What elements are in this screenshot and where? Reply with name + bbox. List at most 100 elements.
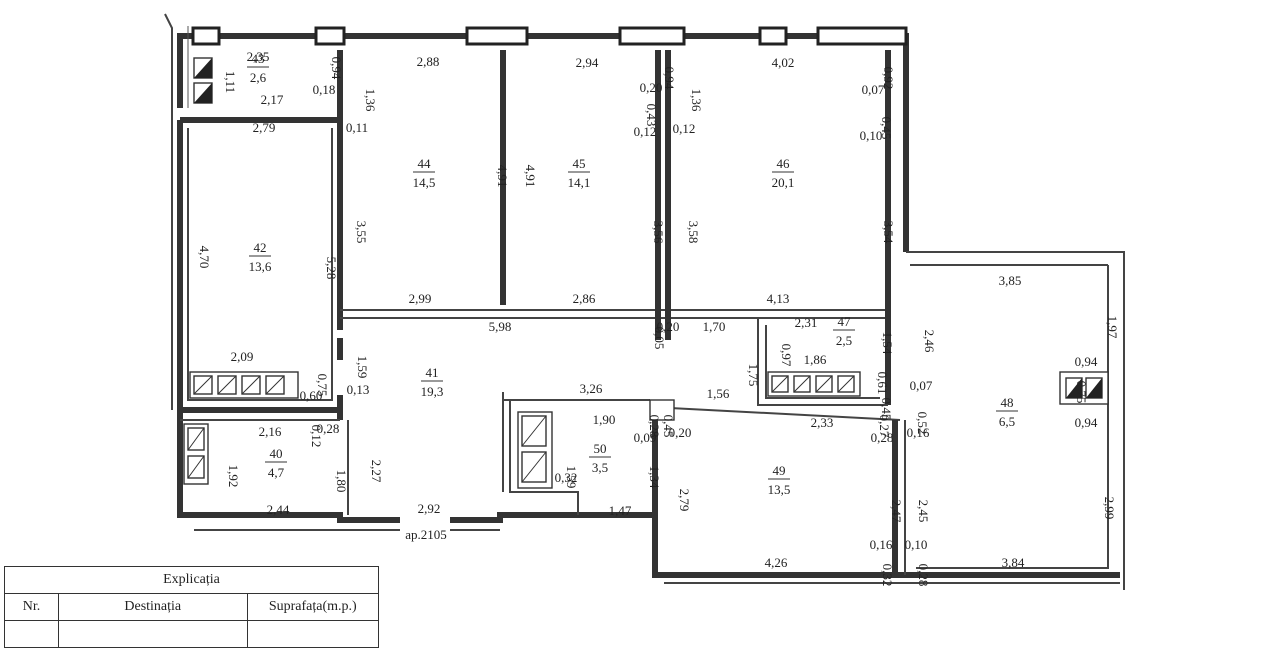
dimension-label: 0,10	[860, 128, 883, 143]
dimension-label: 0,75	[1074, 381, 1089, 404]
dimension-label: 1,36	[689, 89, 704, 112]
dimension-label: 4,70	[197, 246, 212, 269]
dimension-label: 3,55	[354, 221, 369, 244]
dimension-label: 2,35	[247, 49, 270, 64]
dimension-label: 0,92	[881, 67, 896, 90]
dimension-label: 2,46	[922, 330, 937, 353]
dimension-label: 1 59	[564, 466, 579, 489]
room-number: 48	[1001, 395, 1014, 410]
room-number: 47	[838, 314, 852, 329]
room-number: 44	[418, 156, 432, 171]
room-label-50: 503,5	[589, 441, 611, 475]
ventilation-shafts	[183, 57, 1109, 489]
legend-cell	[4, 620, 59, 648]
dimension-label: 0,20	[640, 80, 663, 95]
window	[314, 26, 346, 46]
dimension-label: 0,60	[300, 388, 323, 403]
dimension-label: 0,07	[910, 378, 933, 393]
dimension-label: 0,28	[916, 564, 931, 587]
dimension-label: 2,45	[916, 500, 931, 523]
dimension-label: 0,20	[657, 319, 680, 334]
room-number: 45	[573, 156, 586, 171]
dimension-label: 0,05	[652, 327, 667, 350]
dimension-label: 0,13	[347, 382, 370, 397]
room-number: 46	[777, 156, 791, 171]
dimension-label: 2,79	[677, 489, 692, 512]
dimension-label: 0,12	[634, 124, 657, 139]
dimension-label: 2,99	[409, 291, 432, 306]
dimension-label: 4,26	[765, 555, 788, 570]
dimension-label: 3,58	[686, 221, 701, 244]
dimension-label: 2,92	[418, 501, 441, 516]
dimension-label: 0,11	[346, 120, 368, 135]
ventilation-shaft-icon	[517, 411, 553, 489]
dimension-label: 0,45	[661, 415, 676, 438]
dimension-label: 3,56	[651, 221, 666, 244]
dimension-label: 0,18	[313, 82, 336, 97]
window	[758, 26, 788, 46]
window	[465, 26, 529, 46]
dimension-label: 0,32	[555, 470, 578, 485]
dimension-label: 0,16	[870, 537, 893, 552]
dimension-label: 1,54	[880, 332, 895, 355]
dimension-label: 0,32	[880, 564, 895, 587]
room-area: 13,5	[768, 482, 791, 497]
window	[816, 26, 908, 46]
dimension-label: 1,75	[746, 364, 761, 387]
dimension-label: 0,27	[877, 415, 892, 438]
dimension-label: 0,94	[329, 57, 344, 80]
dimension-label: 2,09	[231, 349, 254, 364]
dimension-label: 2,16	[259, 424, 282, 439]
dimension-label: 2,88	[417, 54, 440, 69]
dimension-label: 1,36	[363, 89, 378, 112]
dimension-label: 3,84	[1002, 555, 1025, 570]
dimension-label: 2,44	[267, 502, 290, 517]
outer-walls	[164, 13, 1125, 590]
dimension-label: 2,17	[261, 92, 284, 107]
room-label-48: 486,5	[996, 395, 1018, 429]
dimension-label: 2,31	[795, 315, 818, 330]
room-area: 3,5	[592, 460, 608, 475]
dimension-label: 0,12	[673, 121, 696, 136]
legend-table: Explicația Nr. Destinația Suprafața(m.p.…	[4, 566, 380, 648]
dimension-label: 0,16	[907, 425, 930, 440]
dimension-label: 0,97	[779, 344, 794, 367]
windows	[191, 26, 908, 46]
dimension-label: 1,92	[226, 465, 241, 488]
dimension-label: 0,94	[1075, 354, 1098, 369]
legend-column-destination: Destinația	[58, 593, 248, 621]
dimension-label: 3,26	[580, 381, 603, 396]
room-label-47: 472,5	[833, 314, 855, 348]
window	[618, 26, 686, 46]
dimension-label: 4,91	[523, 165, 538, 188]
dimension-label: 2,94	[576, 55, 599, 70]
dimension-label: 3,85	[999, 273, 1022, 288]
dimension-labels: 2,351,110,940,182,172,791,362,880,113,55…	[197, 49, 1120, 586]
room-area: 13,6	[249, 259, 272, 274]
room-area: 20,1	[772, 175, 795, 190]
dimension-label: 1,97	[1105, 316, 1120, 339]
dimension-label: 0,12	[309, 425, 324, 448]
room-labels: 404,74119,34213,6432,64414,54514,14620,1…	[247, 51, 1018, 497]
dimension-label: 3,54	[881, 221, 896, 244]
room-label-40: 404,7	[265, 446, 287, 480]
dimension-label: 1,56	[707, 386, 730, 401]
room-number: 50	[594, 441, 607, 456]
dimension-label: 0,28	[317, 421, 340, 436]
ventilation-shaft-icon	[193, 57, 213, 104]
floor-plan: 404,74119,34213,6432,64414,54514,14620,1…	[164, 13, 1125, 590]
room-area: 2,6	[250, 70, 267, 85]
room-label-45: 45 14,1	[568, 156, 591, 190]
dimension-label: 4,02	[772, 55, 795, 70]
legend-column-area: Suprafața(m.p.)	[246, 593, 380, 621]
room-area: 14,1	[568, 175, 591, 190]
room-area: 6,5	[999, 414, 1015, 429]
dimension-label: 5,28	[324, 257, 339, 280]
legend-column-nr: Nr.	[4, 593, 59, 621]
dimension-label: 1,47	[609, 503, 632, 518]
dimension-label: 0,45	[879, 117, 894, 140]
interior-walls	[180, 50, 906, 575]
